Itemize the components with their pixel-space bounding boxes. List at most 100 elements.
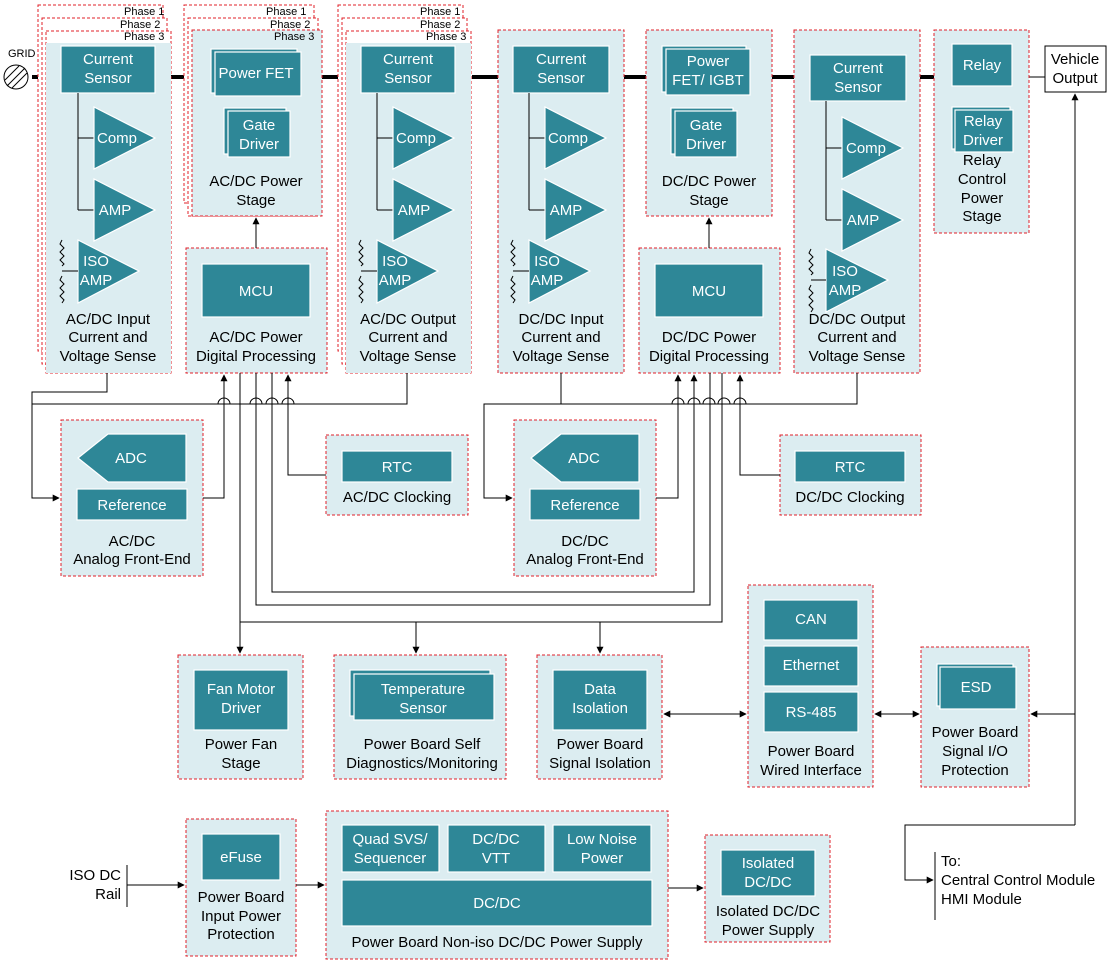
block-title: DC/DC Output — [809, 311, 907, 328]
acdc-output-sense-block[interactable]: Phase 1 Phase 2 Phase 3 Current Sensor C… — [337, 4, 472, 374]
block-title: Power — [961, 190, 1004, 207]
svg-text:Output: Output — [1052, 70, 1098, 87]
svg-text:Comp: Comp — [396, 130, 436, 147]
svg-text:Sensor: Sensor — [537, 70, 585, 87]
svg-text:Quad SVS/: Quad SVS/ — [352, 831, 428, 848]
current-sensor — [360, 45, 456, 94]
svg-text:DC/DC: DC/DC — [472, 831, 520, 848]
acdc-clocking-block[interactable]: RTC AC/DC Clocking — [325, 434, 469, 516]
acdc-input-sense-block[interactable]: Phase 1 Phase 2 Phase 3 Current Sensor C… — [37, 4, 172, 374]
resistor-icon — [808, 248, 814, 276]
svg-text:ISO: ISO — [832, 263, 858, 280]
block-title: Power Board Non-iso DC/DC Power Supply — [352, 934, 643, 951]
svg-text:Sensor: Sensor — [834, 79, 882, 96]
svg-text:Sensor: Sensor — [84, 70, 132, 87]
block-title: Power Fan — [205, 736, 278, 753]
svg-text:AMP: AMP — [829, 282, 862, 299]
adc-icon — [530, 433, 640, 483]
current-sensor — [512, 45, 610, 94]
resistor-icon — [510, 239, 516, 267]
svg-text:Gate: Gate — [690, 117, 723, 134]
svg-text:DC/DC: DC/DC — [744, 874, 792, 891]
vehicle-output-box[interactable]: Vehicle Output — [1044, 45, 1107, 93]
amplifier-icon — [544, 178, 608, 242]
svg-text:Vehicle: Vehicle — [1051, 51, 1099, 68]
block-title: Voltage Sense — [513, 348, 610, 365]
dcdc-input-sense-block[interactable]: Current Sensor Comp AMP ISO AMP DC/DC In… — [497, 29, 625, 374]
comparator-icon — [841, 116, 905, 180]
relay-control-block[interactable]: Relay Relay Driver Relay Control Power S… — [933, 29, 1030, 234]
svg-text:RS-485: RS-485 — [786, 704, 837, 721]
block-title: Protection — [941, 762, 1009, 779]
block-title: AC/DC Clocking — [343, 489, 451, 506]
block-title: Digital Processing — [649, 348, 769, 365]
isolated-dcdc — [720, 849, 816, 897]
mcu — [654, 263, 764, 318]
block-title: DC/DC Power — [662, 173, 756, 190]
power-fet-igbt — [665, 48, 751, 96]
non-iso-power-supply-block[interactable]: Quad SVS/ Sequencer DC/DC VTT Low Noise … — [325, 810, 669, 960]
dcdc-output-sense-block[interactable]: Current Sensor Comp AMP ISO AMP DC/DC Ou… — [793, 29, 921, 374]
block-title: Analog Front-End — [526, 551, 644, 568]
block-title: Voltage Sense — [360, 348, 457, 365]
phase-1-label: Phase 1 — [266, 6, 306, 18]
svg-text:ADC: ADC — [115, 450, 147, 467]
block-title: Relay — [963, 152, 1002, 169]
block-title: Stage — [221, 755, 260, 772]
svg-text:Relay: Relay — [963, 57, 1002, 74]
signal-io-protection-block[interactable]: ESD Power Board Signal I/O Protection — [920, 646, 1030, 788]
block-title: DC/DC Input — [518, 311, 604, 328]
wired-interface-block[interactable]: CAN Ethernet RS-485 Power Board Wired In… — [747, 584, 874, 788]
svg-text:Temperature: Temperature — [381, 681, 465, 698]
comparator-icon — [544, 106, 608, 170]
block-title: Current and — [68, 329, 147, 346]
efuse — [201, 833, 281, 881]
svg-text:Isolated: Isolated — [742, 855, 795, 872]
block-title: AC/DC Power — [209, 329, 302, 346]
amplifier-icon — [392, 178, 456, 242]
acdc-analog-front-end-block[interactable]: ADC Reference AC/DC Analog Front-End — [60, 419, 204, 577]
acdc-power-stage-block[interactable]: Phase 1 Phase 2 Phase 3 Power FET Gate D… — [183, 4, 323, 217]
temperature-sensor — [353, 673, 495, 721]
svg-text:AMP: AMP — [99, 202, 132, 219]
svg-text:AMP: AMP — [379, 272, 412, 289]
svg-text:Driver: Driver — [963, 132, 1003, 149]
input-power-protection-block[interactable]: eFuse Power Board Input Power Protection — [185, 818, 297, 957]
svg-text:Comp: Comp — [548, 130, 588, 147]
block-title: Signal I/O — [942, 743, 1008, 760]
svg-text:Fan Motor: Fan Motor — [207, 681, 275, 698]
svg-text:CAN: CAN — [795, 611, 827, 628]
block-title: AC/DC Input — [66, 311, 151, 328]
svg-text:Relay: Relay — [964, 113, 1003, 130]
comparator-icon — [392, 106, 456, 170]
dcdc-power-stage-block[interactable]: Power FET/ IGBT Gate Driver DC/DC Power … — [645, 29, 773, 217]
svg-text:Driver: Driver — [686, 136, 726, 153]
isolated-power-supply-block[interactable]: Isolated DC/DC Isolated DC/DC Power Supp… — [704, 834, 831, 943]
phase-3-label: Phase 3 — [124, 31, 164, 43]
dcdc-clocking-block[interactable]: RTC DC/DC Clocking — [779, 434, 922, 516]
svg-text:Comp: Comp — [97, 130, 137, 147]
rs485-interface — [763, 691, 859, 733]
block-title: Current and — [817, 329, 896, 346]
low-noise-power — [552, 824, 652, 873]
acdc-digital-processing-block[interactable]: MCU AC/DC Power Digital Processing — [185, 247, 328, 374]
resistor-icon — [358, 275, 364, 304]
block-title: Power Board — [198, 889, 285, 906]
resistor-icon — [808, 284, 814, 313]
signal-isolation-block[interactable]: Data Isolation Power Board Signal Isolat… — [536, 654, 663, 780]
dcdc-vtt — [447, 824, 546, 873]
dcdc-analog-front-end-block[interactable]: ADC Reference DC/DC Analog Front-End — [513, 419, 657, 577]
block-title: AC/DC Output — [360, 311, 457, 328]
svg-text:Driver: Driver — [221, 700, 261, 717]
svg-text:Data: Data — [584, 681, 616, 698]
svg-text:Driver: Driver — [239, 136, 279, 153]
block-title: Isolated DC/DC — [716, 903, 820, 920]
dcdc-digital-processing-block[interactable]: MCU DC/DC Power Digital Processing — [638, 247, 781, 374]
power-fan-stage-block[interactable]: Fan Motor Driver Power Fan Stage — [177, 654, 304, 780]
svg-text:AMP: AMP — [531, 272, 564, 289]
to-modules-label: HMI Module — [941, 891, 1022, 908]
power-fet — [214, 51, 302, 97]
reference — [76, 488, 188, 521]
block-title: DC/DC Power — [662, 329, 756, 346]
self-diagnostics-block[interactable]: Temperature Sensor Power Board Self Diag… — [333, 654, 507, 780]
